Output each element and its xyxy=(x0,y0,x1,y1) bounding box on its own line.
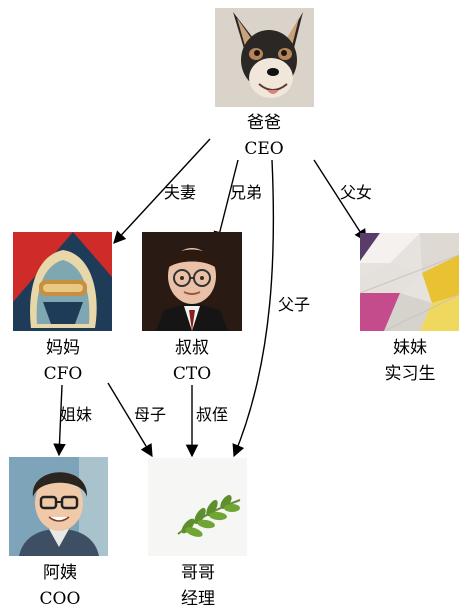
cfo-helmet-poster xyxy=(13,232,112,331)
intern-name: 妹妹 xyxy=(393,338,427,358)
coo-name: 阿姨 xyxy=(43,563,77,583)
ceo-name: 爸爸 xyxy=(247,113,281,133)
edge-ceo-manager xyxy=(232,159,275,458)
coo-cartoon-portrait xyxy=(9,457,108,556)
edge-label-cfo-manager: 母子 xyxy=(134,405,167,424)
edge-label-cfo-coo: 姐妹 xyxy=(60,405,93,424)
manager-title: 经理 xyxy=(181,589,215,609)
cto-title: CTO xyxy=(172,364,212,384)
cfo-caption: 妈妈 CFO xyxy=(3,335,123,387)
cto-portrait-photo xyxy=(142,232,242,331)
edge-cfo-coo xyxy=(53,384,66,457)
cfo-name: 妈妈 xyxy=(46,338,80,358)
edge-label-ceo-intern: 父女 xyxy=(340,183,373,202)
edge-label-cto-manager: 叔侄 xyxy=(196,405,229,424)
ceo-title: CEO xyxy=(244,139,284,159)
manager-name: 哥哥 xyxy=(181,563,215,583)
edge-label-ceo-cto: 兄弟 xyxy=(230,183,263,202)
intern-title: 实习生 xyxy=(384,364,436,384)
edge-label-ceo-cfo: 夫妻 xyxy=(164,183,197,202)
edge-cfo-manager xyxy=(107,382,153,458)
edge-label-ceo-manager: 父子 xyxy=(278,295,311,314)
cto-caption: 叔叔 CTO xyxy=(132,335,252,387)
coo-caption: 阿姨 COO xyxy=(0,560,120,612)
manager-leaf-photo xyxy=(148,458,247,556)
edge-ceo-intern xyxy=(313,159,367,243)
ceo-dog-photo xyxy=(215,8,314,107)
cto-name: 叔叔 xyxy=(175,338,209,358)
cfo-title: CFO xyxy=(43,364,83,384)
coo-title: COO xyxy=(39,589,81,609)
intern-panels-photo xyxy=(360,233,459,331)
edge-ceo-cfo xyxy=(113,138,211,244)
intern-caption: 妹妹 实习生 xyxy=(350,335,467,387)
ceo-caption: 爸爸 CEO xyxy=(204,110,324,162)
manager-caption: 哥哥 经理 xyxy=(138,560,258,612)
edge-ceo-cto xyxy=(213,159,239,245)
